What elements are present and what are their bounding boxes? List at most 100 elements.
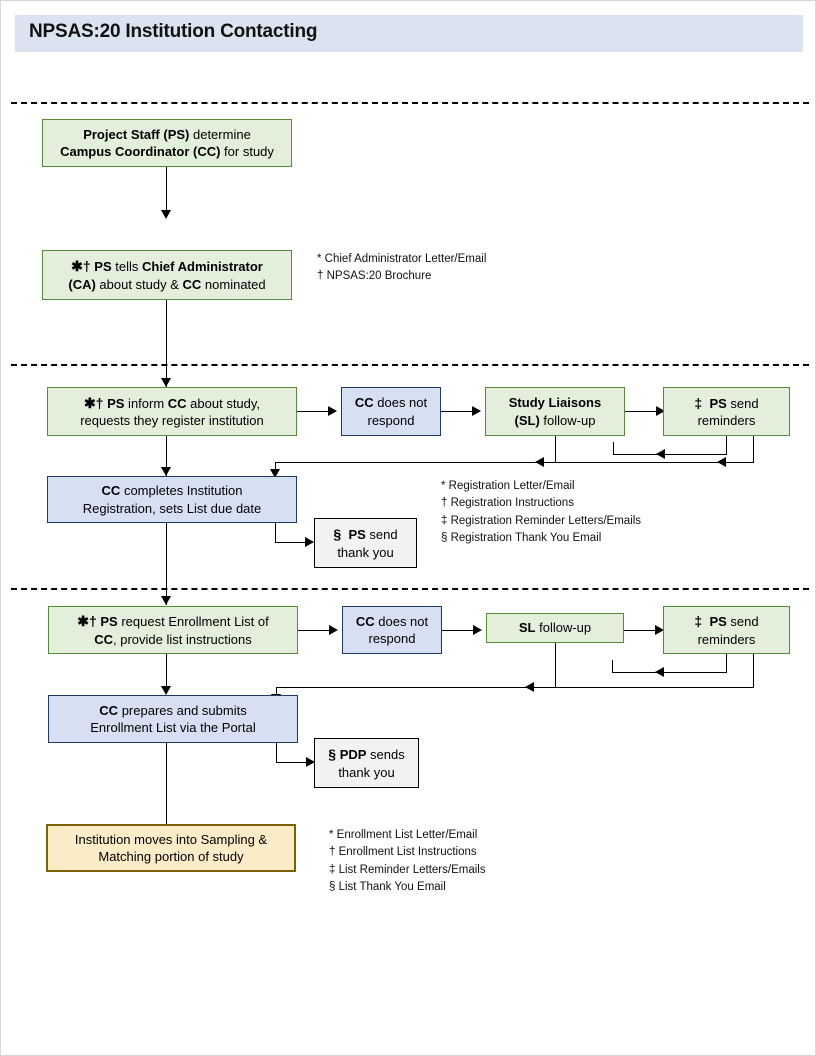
ty3-bold: PDP [339,747,367,763]
symbol-star-dagger-1: ✱† [71,258,91,275]
tells-ca-l2d: nominated [201,276,266,292]
box-cc-no-respond-s2-text: CC does not respond [355,394,427,428]
arrowhead-s2-2 [472,406,481,416]
sl2-line1: Study Liaisons [508,395,602,411]
connector-s2-fb-a [555,436,557,463]
legend-s1-item-0: * Chief Administrator Letter/Email [317,253,487,265]
rem3-bold: PS [709,614,727,630]
tells-ca-mid: tells [111,259,142,275]
completes-bold: CC [101,483,121,499]
tells-ca-bold: Chief Administrator [141,259,263,275]
legend-s3-item-1: † Enrollment List Instructions [329,846,477,859]
box-pdp-sends-thank-you[interactable]: § PDP sends thank you [314,738,419,788]
box-sampling-text: Institution moves into Sampling & Matchi… [75,831,267,865]
tells-ca-l2b: about study & [95,276,183,292]
box-sl-followup-s2[interactable]: Study Liaisons (SL) follow-up [485,387,625,436]
legend-s2-item-3: § Registration Thank You Email [441,532,602,545]
connector-s3-2 [442,630,474,632]
arrowhead-s2-ty [305,537,314,547]
box-ps-determine-cc-text: Project Staff (PS) determine Campus Coor… [60,126,274,160]
legend-s3-item-2: ‡ List Reminder Letters/Emails [329,863,486,876]
box-ps-request-enrollment-list[interactable]: ✱† PS request Enrollment List of CC, pro… [48,606,298,654]
box-ps-reminders-s3-text: ‡ PS send reminders [694,612,758,648]
ty3-rest: sends [366,747,405,763]
req-line2: , provide list instructions [113,631,252,647]
inform-cc: CC [167,395,187,411]
determine-line2-rest: for study [220,144,274,159]
connector-s2-loop-b [613,454,727,456]
rem2-rest: send [726,395,759,411]
arrowhead-s1-a [161,210,171,219]
inform-mid: inform [124,395,168,411]
arrowhead-s3-3 [655,625,664,635]
rem3-rest: send [726,614,759,630]
box-sl-followup-s2-text: Study Liaisons (SL) follow-up [509,394,601,428]
legend-s2-item-0: * Registration Letter/Email [441,480,575,492]
box-cc-prepares-enrollment-list[interactable]: CC prepares and submits Enrollment List … [48,695,298,743]
symbol-double-dagger-1: ‡ [694,394,703,411]
sl2-line2-bold: (SL) [514,412,540,428]
box-ps-send-thank-you[interactable]: § PS send thank you [314,518,417,568]
arrowhead-s3-2 [473,625,482,635]
connector-s2-exit [166,523,168,605]
noresp3-line2: respond [368,631,416,646]
arrowhead-s2-loop [656,449,665,459]
rem2-line2: reminders [697,413,756,429]
connector-s3-exit [166,743,168,825]
box-cc-completes-registration[interactable]: CC completes Institution Registration, s… [47,476,297,523]
connector-s2-loop-c [613,442,615,455]
connector-s3-fb-c [276,687,754,689]
connector-s2-fb-c [275,462,754,464]
determine-line1-rest: determine [189,126,251,142]
legend-stage-3: * Enrollment List Letter/Email † Enrollm… [329,827,486,897]
box-ps-determine-cc[interactable]: Project Staff (PS) determine Campus Coor… [42,119,292,167]
arrowhead-s3-ty [306,757,315,767]
connector-s3-loop-a [726,654,728,673]
legend-s3-item-3: § List Thank You Email [329,881,446,894]
legend-stage-1: * Chief Administrator Letter/Email † NPS… [317,251,486,286]
connector-s3-down [166,654,168,694]
determine-line1-bold: Project Staff (PS) [83,126,190,142]
sl3-rest: follow-up [535,620,592,636]
sl3-bold: SL [518,620,536,636]
symbol-double-dagger-2: ‡ [694,613,703,630]
sampling-line2: Matching portion of study [98,849,244,864]
arrowhead-s3-1 [329,625,338,635]
legend-stage-2: * Registration Letter/Email † Registrati… [441,478,641,548]
completes-rest: completes Institution [120,483,243,499]
connector-s3-3 [624,630,656,632]
box-cc-no-respond-s3-text: CC does not respond [356,613,428,647]
box-ps-reminders-s2-text: ‡ PS send reminders [694,394,758,430]
box-ps-reminders-s3[interactable]: ‡ PS send reminders [663,606,790,654]
connector-s3-ty-b [276,762,314,764]
arrowhead-s2-1 [328,406,337,416]
connector-s2-1 [297,411,329,413]
connector-s2-fb-b [753,436,755,463]
box-ps-reminders-s2[interactable]: ‡ PS send reminders [663,387,790,436]
req-rest: request Enrollment List of [117,614,269,630]
req-cc: CC [94,631,114,647]
connector-s3-loop-c [612,660,614,673]
box-cc-no-respond-s3[interactable]: CC does not respond [342,606,442,654]
tells-ca-l2c: CC [182,276,202,292]
box-institution-sampling-matching[interactable]: Institution moves into Sampling & Matchi… [46,824,296,872]
arrowhead-s2-fb-2 [717,457,726,467]
completes-line2: Registration, sets List due date [82,500,262,516]
connector-s1-b [166,300,168,387]
box-ps-tells-ca[interactable]: ✱† PS tells Chief Administrator (CA) abo… [42,250,292,300]
box-pdp-thank-you-text: § PDP sends thank you [328,745,404,781]
box-cc-no-respond-s2[interactable]: CC does not respond [341,387,441,436]
section-divider-1 [11,102,809,104]
box-ps-inform-cc[interactable]: ✱† PS inform CC about study, requests th… [47,387,297,436]
box-sl-followup-s3[interactable]: SL follow-up [486,613,624,643]
arrowhead-s2-fb-1 [535,457,544,467]
rem3-line2: reminders [697,631,756,647]
connector-s1-a [166,167,168,215]
connector-s3-loop-b [612,672,727,674]
symbol-section-2: § [328,746,337,763]
sl2-line2-rest: follow-up [539,412,596,428]
connector-s2-ty-a [275,523,277,543]
box-ps-thank-you-text: § PS send thank you [333,525,397,561]
symbol-star-dagger-2: ✱† [83,394,104,411]
